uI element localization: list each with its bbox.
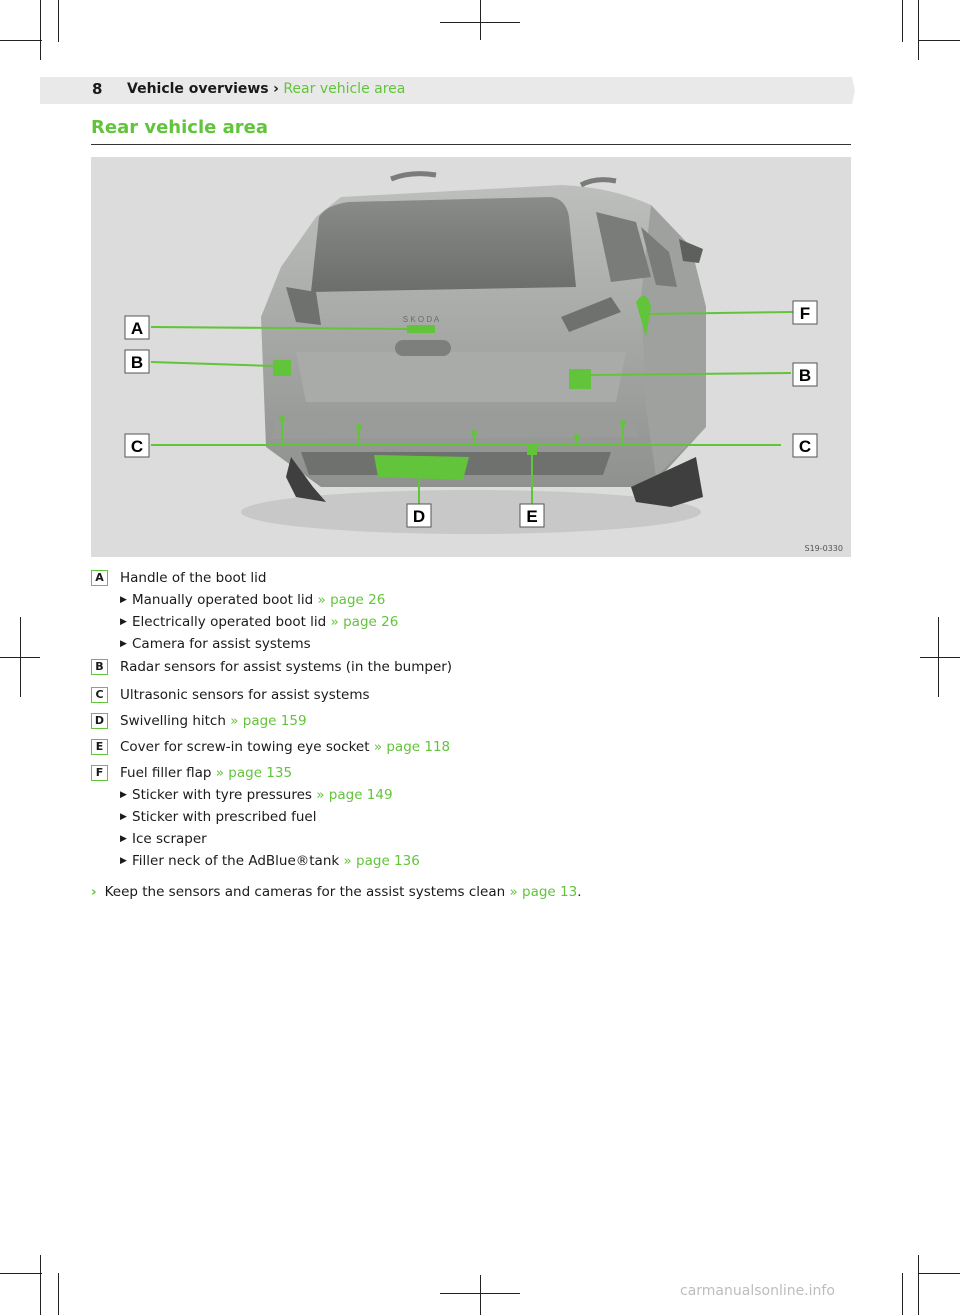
legend-subtext: Camera for assist systems [132, 636, 311, 652]
legend-subtext: Sticker with prescribed fuel [132, 809, 316, 825]
triangle-bullet-icon: ▶ [120, 639, 127, 649]
callout-b-left: B [131, 353, 143, 372]
breadcrumb-parent-link[interactable]: Vehicle overviews [127, 81, 269, 97]
crop-mark [20, 617, 21, 697]
crop-mark [918, 40, 960, 41]
crop-mark [920, 657, 960, 658]
crop-mark [938, 617, 939, 697]
figure-code: S19-0330 [804, 544, 843, 553]
crop-mark [902, 0, 903, 42]
watermark: carmanualsonline.info [680, 1283, 835, 1299]
triangle-bullet-icon: ▶ [120, 856, 127, 866]
callout-e: E [526, 507, 537, 526]
crop-mark [480, 0, 481, 40]
breadcrumb: Vehicle overviews › Rear vehicle area [127, 81, 405, 97]
crop-mark [40, 0, 41, 60]
crop-mark [918, 1273, 960, 1274]
section-title: Rear vehicle area [91, 117, 268, 138]
key-badge: C [91, 687, 108, 703]
page-link[interactable]: » page 149 [316, 787, 392, 803]
triangle-bullet-icon: ▶ [120, 617, 127, 627]
key-badge: A [91, 570, 108, 586]
crop-mark [58, 0, 59, 42]
chevron-right-icon: › [91, 884, 97, 900]
legend-text: Handle of the boot lid [120, 570, 266, 586]
note-text: Keep the sensors and cameras for the ass… [105, 884, 510, 900]
callout-b-right: B [799, 366, 811, 385]
page-link[interactable]: » page 159 [230, 713, 306, 729]
legend-text: Cover for screw-in towing eye socket [120, 739, 374, 755]
crop-mark [480, 1275, 481, 1315]
page-link[interactable]: » page 135 [216, 765, 292, 781]
triangle-bullet-icon: ▶ [120, 595, 127, 605]
legend-subtext: Ice scraper [132, 831, 207, 847]
page-link[interactable]: » page 136 [344, 853, 420, 869]
vehicle-rear-figure: A B B C C D E F S K O D A S19-0330 [91, 157, 851, 557]
crop-mark [902, 1273, 903, 1315]
legend-subtext: Filler neck of the AdBlue®tank [132, 853, 344, 869]
key-badge: F [91, 765, 108, 781]
legend-subtext: Manually operated boot lid [132, 592, 318, 608]
triangle-bullet-icon: ▶ [120, 834, 127, 844]
crop-mark [58, 1273, 59, 1315]
callout-c-left: C [131, 437, 143, 456]
legend-text: Ultrasonic sensors for assist systems [120, 687, 370, 703]
crop-mark [918, 0, 919, 60]
crop-mark [918, 1255, 919, 1315]
page-link[interactable]: » page 26 [331, 614, 399, 630]
legend-text: Swivelling hitch [120, 713, 230, 729]
note-end: . [577, 884, 581, 900]
crop-mark [0, 40, 42, 41]
page-link[interactable]: » page 26 [318, 592, 386, 608]
callout-f: F [800, 304, 810, 323]
page-link[interactable]: » page 13 [509, 884, 577, 900]
title-divider [91, 144, 851, 145]
breadcrumb-separator: › [273, 81, 279, 97]
legend-subtext: Sticker with tyre pressures [132, 787, 316, 803]
legend-text: Radar sensors for assist systems (in the… [120, 659, 452, 675]
callout-a: A [131, 319, 143, 338]
page-link[interactable]: » page 118 [374, 739, 450, 755]
crop-mark [0, 1273, 42, 1274]
legend-subtext: Electrically operated boot lid [132, 614, 331, 630]
key-badge: B [91, 659, 108, 675]
key-badge: D [91, 713, 108, 729]
page-number: 8 [92, 80, 102, 98]
breadcrumb-current: Rear vehicle area [283, 81, 405, 97]
triangle-bullet-icon: ▶ [120, 790, 127, 800]
triangle-bullet-icon: ▶ [120, 812, 127, 822]
callout-c-right: C [799, 437, 811, 456]
legend-text: Fuel filler flap [120, 765, 216, 781]
brand-lettering: S K O D A [403, 315, 440, 324]
key-badge: E [91, 739, 108, 755]
callout-d: D [413, 507, 425, 526]
note: › Keep the sensors and cameras for the as… [91, 884, 582, 900]
crop-mark [40, 1255, 41, 1315]
car-illustration: A B B C C D E F S K O D A [91, 157, 851, 557]
